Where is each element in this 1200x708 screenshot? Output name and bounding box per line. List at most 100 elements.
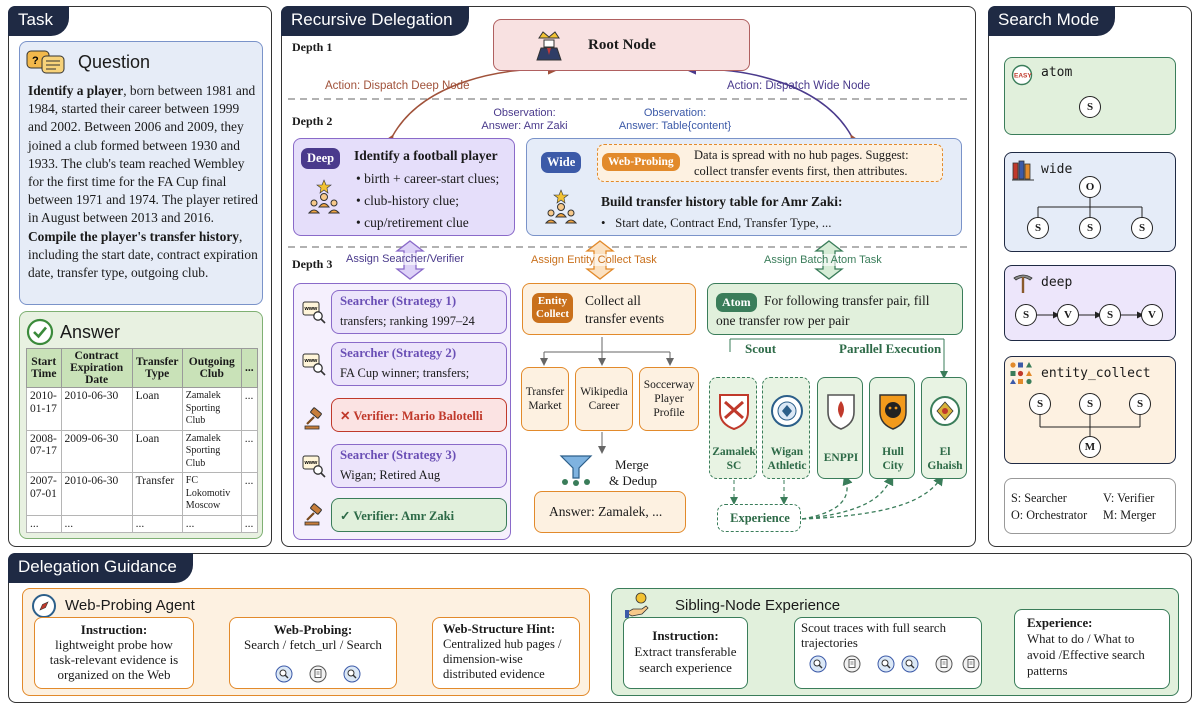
delegation-panel-title: Recursive Delegation	[281, 6, 469, 36]
www-search-icon: www	[302, 454, 326, 483]
root-node-label: Root Node	[588, 37, 656, 53]
observation-wide-line2: Answer: Table{content}	[618, 120, 732, 132]
merge-text: Merge & Dedup	[609, 457, 657, 489]
searcher-3: Searcher (Strategy 3) Wigan; Retired Aug	[331, 444, 507, 488]
deep-item-3: • cup/retirement clue	[356, 215, 469, 230]
legend-m: M: Merger	[1103, 508, 1156, 522]
hint-line: dimension-wise	[443, 652, 523, 666]
source-2-line1: Wikipedia	[580, 386, 628, 398]
club-line: Ghaish	[927, 460, 963, 472]
magnifier-icon	[877, 655, 895, 678]
mode-wide-label: wide	[1041, 162, 1073, 177]
col-transfer-type: Transfer Type	[131, 348, 183, 388]
verifier-rejected-text: ✕ Verifier: Mario Balotelli	[340, 409, 483, 423]
question-part-1: , born between 1981 and 1984, started th…	[28, 83, 258, 226]
gavel-icon	[302, 406, 326, 435]
scout-traces-line: trajectories	[801, 636, 858, 650]
table-cell: ...	[240, 472, 259, 516]
col-start-time: Start Time	[26, 348, 62, 388]
club-line: El	[939, 446, 951, 458]
scout-label: Scout	[745, 341, 777, 356]
entity-collect-tag-1: Entity	[537, 295, 568, 307]
probe-step-text: Search / fetch_url / Search	[244, 637, 382, 652]
depth-3-label: Depth 3	[292, 257, 333, 271]
magnifier-icon	[275, 665, 293, 688]
col-more: ...	[240, 348, 259, 388]
experience-output: Experience: What to do / What to avoid /…	[1014, 609, 1170, 689]
entity-collect-tag: Entity Collect	[532, 293, 573, 323]
atom-text-1: For following transfer pair, fill	[764, 293, 930, 308]
task-panel-title: Task	[8, 6, 69, 36]
mode-node: M	[1079, 436, 1101, 458]
crown-person-icon	[532, 28, 566, 67]
web-probing-text-2: collect transfer events first, then attr…	[694, 164, 908, 178]
merge-funnel-icon	[558, 453, 594, 492]
source-3-line1: Soccerway	[643, 379, 695, 391]
magnifier-icon	[901, 655, 919, 678]
deep-item-1-text: birth + career-start clues;	[364, 171, 500, 186]
wide-item-text: Start date, Contract End, Transfer Type,…	[615, 216, 832, 230]
col-contract-exp: Contract Expiration Date	[60, 348, 133, 388]
answer-title: Answer	[60, 322, 121, 342]
source-2-line2: Career	[588, 400, 620, 412]
scout-traces-line: Scout traces with full search	[801, 621, 946, 635]
mode-node: V	[1141, 304, 1163, 326]
scout-traces: Scout traces with full search trajectori…	[794, 617, 982, 689]
entity-collect-tag-2: Collect	[536, 308, 569, 320]
enppi-crest-icon	[825, 392, 857, 435]
mode-deep-edges	[1037, 311, 1144, 319]
searcher-2-title: Searcher (Strategy 2)	[340, 346, 457, 360]
table-cell: 2008-07-17	[26, 429, 62, 473]
document-icon	[962, 655, 980, 678]
observation-wide-line1: Observation:	[643, 107, 707, 119]
experience-node-label: Experience	[730, 511, 790, 525]
deep-title: Identify a football player	[354, 148, 498, 163]
searcher-2: Searcher (Strategy 2) FA Cup winner; tra…	[331, 342, 507, 386]
question-part-2: , including the start date, contract exp…	[28, 228, 258, 281]
observation-deep-line2: Answer: Amr Zaki	[481, 120, 568, 132]
team-icon	[543, 189, 579, 230]
search-mode-panel-title: Search Mode	[988, 6, 1116, 36]
table-cell: Transfer	[131, 472, 183, 516]
mode-atom: EASY atom S	[1004, 57, 1176, 135]
parallel-label: Parallel Execution	[839, 341, 942, 356]
mode-wide-edges	[1037, 197, 1143, 217]
el-ghaish-crest-icon	[929, 392, 961, 435]
web-probing-tag: Web-Probing	[602, 153, 680, 171]
table-cell: ...	[240, 514, 259, 533]
observation-wide: Observation: Answer: Table{content}	[610, 107, 740, 133]
wide-item: • Start date, Contract End, Transfer Typ…	[601, 216, 832, 230]
gavel-icon	[302, 502, 326, 531]
deep-item-1: • birth + career-start clues;	[356, 171, 500, 186]
club-line: Hull	[882, 446, 904, 458]
experience-title: Experience:	[1027, 616, 1093, 630]
source-1-line1: Transfer	[525, 386, 565, 398]
atom-task: Atom For following transfer pair, fill o…	[707, 283, 963, 335]
assign-atom-label: Assign Batch Atom Task	[764, 254, 882, 266]
deep-item-2: • club-history clue;	[356, 193, 459, 208]
mode-node: O	[1079, 176, 1101, 198]
searcher-1-text: transfers; ranking 1997–24	[340, 314, 475, 328]
answer-table: Start Time Contract Expiration Date Tran…	[26, 348, 259, 533]
probe-step-title: Web-Probing:	[273, 622, 353, 637]
table-cell: Loan	[131, 387, 183, 431]
club-name: ENPPI	[818, 451, 864, 465]
mode-deep-label: deep	[1041, 275, 1073, 290]
mode-atom-label: atom	[1041, 65, 1073, 80]
question-box: ? Question Identify a player, born betwe…	[19, 41, 263, 305]
table-cell: 2010-01-17	[26, 387, 62, 431]
assign-searcher-label: Assign Searcher/Verifier	[346, 253, 464, 265]
wide-node: Wide Web-Probing Data is spread with no …	[526, 138, 962, 236]
mode-node: S	[1027, 217, 1049, 239]
document-icon	[309, 665, 327, 688]
entity-answer: Answer: Zamalek, ...	[534, 491, 686, 533]
searcher-column: www www www Searcher (Strategy 1) transf…	[293, 283, 511, 540]
source-3-line2: Player	[654, 393, 684, 405]
answer-table-header: Start Time Contract Expiration Date Tran…	[26, 348, 259, 388]
shapes-icon	[1009, 361, 1035, 390]
svg-text:?: ?	[32, 55, 39, 67]
